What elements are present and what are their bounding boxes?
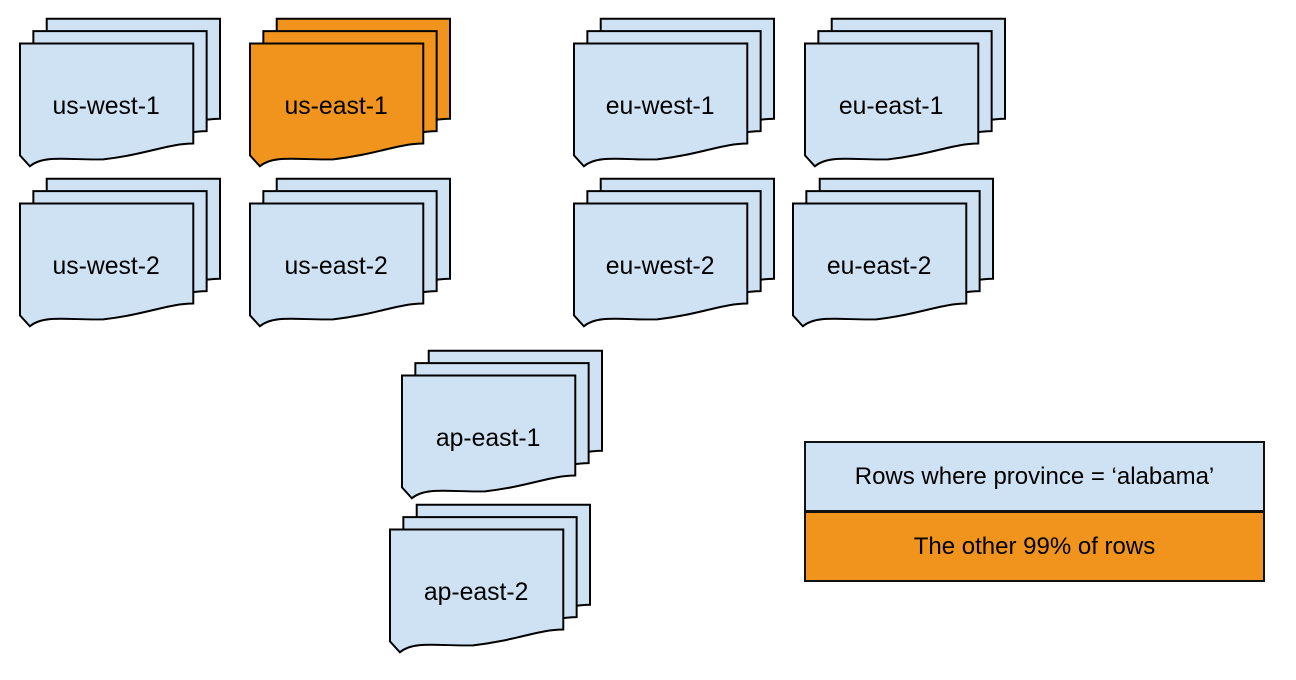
document-stack-icon: eu-east-1	[803, 17, 1007, 168]
region-stack-us-east-2: us-east-2	[248, 176, 452, 329]
region-stack-eu-east-1: eu-east-1	[803, 16, 1007, 169]
document-stack-icon: us-west-1	[18, 17, 222, 168]
region-label: eu-east-1	[839, 93, 944, 120]
legend-item-label: Rows where province = ‘alabama’	[854, 462, 1215, 490]
region-label: us-east-2	[285, 253, 388, 280]
legend-item-other-rows: The other 99% of rows	[806, 513, 1263, 580]
region-stack-ap-east-1: ap-east-1	[400, 348, 604, 501]
document-stack-icon: us-east-2	[248, 177, 452, 328]
legend-item-alabama-rows: Rows where province = ‘alabama’	[806, 443, 1263, 513]
region-stack-eu-east-2: eu-east-2	[791, 176, 995, 329]
document-stack-icon: ap-east-2	[388, 503, 592, 654]
region-label: us-east-1	[285, 93, 388, 120]
region-stack-eu-west-2: eu-west-2	[572, 176, 776, 329]
document-stack-icon: us-east-1	[248, 17, 452, 168]
document-stack-icon: eu-west-2	[572, 177, 776, 328]
legend-item-label: The other 99% of rows	[913, 532, 1156, 560]
legend: Rows where province = ‘alabama’ The othe…	[804, 441, 1265, 582]
region-stack-ap-east-2: ap-east-2	[388, 502, 592, 655]
document-stack-icon: eu-west-1	[572, 17, 776, 168]
region-label: ap-east-2	[424, 579, 529, 606]
region-label: us-west-1	[52, 93, 159, 120]
region-label: ap-east-1	[436, 425, 541, 452]
document-stack-icon: ap-east-1	[400, 349, 604, 500]
region-stack-eu-west-1: eu-west-1	[572, 16, 776, 169]
region-label: eu-east-2	[827, 253, 932, 280]
region-label: us-west-2	[52, 253, 159, 280]
region-label: eu-west-2	[606, 253, 715, 280]
document-stack-icon: us-west-2	[18, 177, 222, 328]
region-stack-us-west-2: us-west-2	[18, 176, 222, 329]
region-stack-us-west-1: us-west-1	[18, 16, 222, 169]
region-stack-us-east-1: us-east-1	[248, 16, 452, 169]
region-label: eu-west-1	[606, 93, 715, 120]
document-stack-icon: eu-east-2	[791, 177, 995, 328]
